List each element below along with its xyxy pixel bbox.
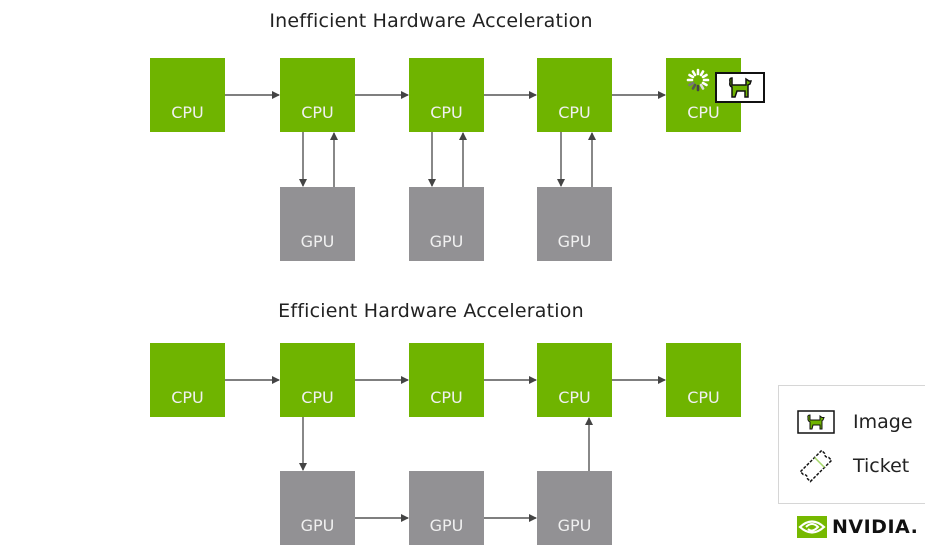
top-gpu-2: GPU [409,187,484,261]
cpu-label: CPU [171,388,204,407]
bottom-cpu-4: CPU [537,343,612,417]
legend-label-ticket: Ticket [853,455,910,477]
legend-label-image: Image [853,411,913,433]
loading-spinner-icon [686,68,710,92]
top-cpu-4: CPU [537,58,612,132]
image-badge-icon [715,72,765,103]
gpu-label: GPU [300,232,335,251]
cpu-label: CPU [430,103,463,122]
gpu-label: GPU [557,516,592,535]
cpu-label: CPU [171,103,204,122]
bottom-gpu-2: GPU [409,471,484,545]
ticket-icon [799,449,833,483]
legend-item-image: Image [797,410,913,434]
gpu-label: GPU [429,232,464,251]
cpu-label: CPU [687,103,720,122]
nvidia-logo: NVIDIA. [797,516,918,538]
bottom-cpu-2: CPU [280,343,355,417]
top-gpu-1: GPU [280,187,355,261]
top-cpu-3: CPU [409,58,484,132]
bottom-cpu-1: CPU [150,343,225,417]
bottom-cpu-3: CPU [409,343,484,417]
top-cpu-1: CPU [150,58,225,132]
cpu-label: CPU [687,388,720,407]
top-cpu-2: CPU [280,58,355,132]
legend-item-ticket: Ticket [797,448,909,484]
gpu-label: GPU [429,516,464,535]
bottom-cpu-5: CPU [666,343,741,417]
cpu-label: CPU [558,103,591,122]
bottom-gpu-3: GPU [537,471,612,545]
cpu-label: CPU [430,388,463,407]
gpu-label: GPU [300,516,335,535]
bottom-gpu-1: GPU [280,471,355,545]
gpu-label: GPU [557,232,592,251]
inefficient-title: Inefficient Hardware Acceleration [269,10,593,32]
image-icon [797,410,835,434]
cpu-label: CPU [301,103,334,122]
nvidia-eye-icon [797,516,827,538]
nvidia-wordmark: NVIDIA. [832,516,919,538]
cpu-label: CPU [558,388,591,407]
cpu-label: CPU [301,388,334,407]
efficient-title: Efficient Hardware Acceleration [278,300,584,322]
legend: Image Ticket [778,385,925,504]
top-gpu-3: GPU [537,187,612,261]
